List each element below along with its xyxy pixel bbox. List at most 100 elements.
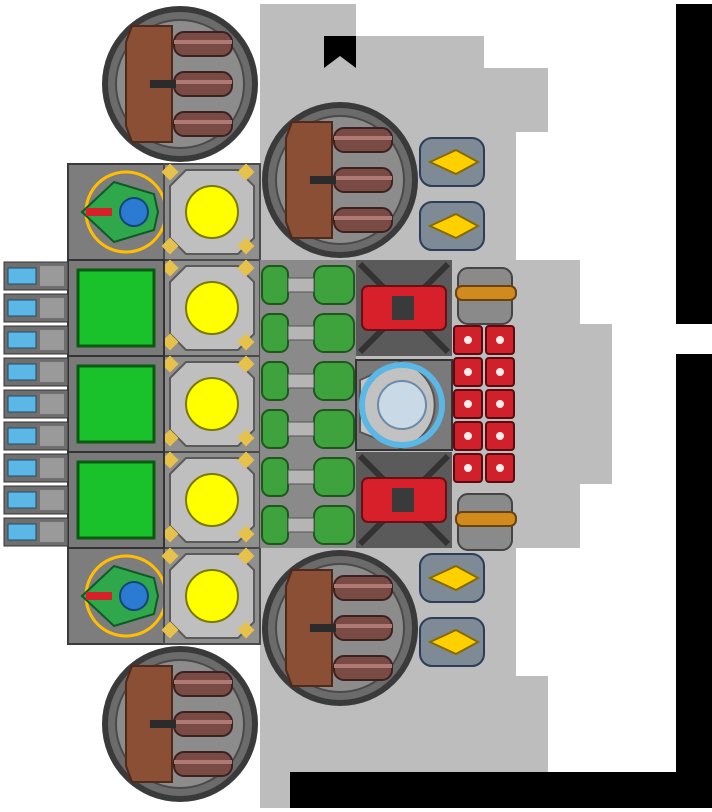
cell-cap: [40, 490, 64, 510]
engine-icon: [455, 267, 517, 325]
reactor-core: [185, 377, 239, 431]
reactor-bolt: [161, 259, 179, 277]
reactor-core-icon: [161, 451, 261, 549]
reactor-core: [185, 281, 239, 335]
thruster-icon: [419, 553, 485, 603]
barrel-highlight: [334, 176, 392, 180]
cargo-hold-icon: [67, 355, 165, 453]
frame-right: [676, 0, 712, 808]
battery-cell-icon: [3, 453, 69, 483]
ammo-marker: [464, 336, 472, 344]
pipe-tank: [261, 265, 289, 305]
cell-gauge: [7, 427, 37, 445]
barrel-highlight: [334, 216, 392, 220]
thruster-icon: [419, 137, 485, 187]
reactor-bolt: [161, 451, 179, 469]
turret-housing: [125, 25, 173, 143]
cell-cap: [40, 522, 64, 542]
pipe-tank: [261, 505, 289, 545]
barrel-highlight: [334, 584, 392, 588]
reactor-bolt: [161, 547, 179, 565]
cell-cap: [40, 298, 64, 318]
frame-top: [0, 0, 712, 4]
coolant-pipe-icon: [260, 356, 356, 452]
cell-cap: [40, 330, 64, 350]
bookmark-flag-icon: [324, 36, 356, 68]
pipe-tank: [313, 313, 355, 353]
cell-cap: [40, 266, 64, 286]
reactor-bolt: [237, 525, 255, 543]
pipe-connector: [287, 421, 315, 437]
thruster-flame: [427, 628, 481, 656]
ammo-marker: [464, 432, 472, 440]
reactor-bolt: [161, 163, 179, 181]
ammo-marker: [496, 464, 504, 472]
fighter-bay-icon: [67, 163, 168, 261]
barrel-highlight: [174, 120, 232, 124]
missile-launcher-icon: [356, 260, 452, 356]
cell-gauge: [7, 523, 37, 541]
heavy-turret-icon: [262, 550, 418, 706]
battery-cell-icon: [3, 261, 69, 291]
ammo-marker: [464, 464, 472, 472]
ammo-rack-icon: [453, 357, 483, 387]
ammo-rack-icon: [485, 453, 515, 483]
cell-gauge: [7, 459, 37, 477]
ammo-rack-icon: [453, 389, 483, 419]
barrel-highlight: [174, 760, 232, 764]
fighter-cockpit: [119, 581, 149, 611]
barrel-highlight: [174, 80, 232, 84]
thruster-flame: [427, 212, 481, 240]
ammo-marker: [464, 400, 472, 408]
turret-breech: [310, 624, 336, 632]
reactor-bolt: [161, 525, 179, 543]
thruster-icon: [419, 617, 485, 667]
ammo-marker: [496, 368, 504, 376]
thruster-flame: [427, 564, 481, 592]
cell-cap: [40, 394, 64, 414]
reactor-bolt: [237, 355, 255, 373]
frame-bottom: [290, 772, 712, 808]
pipe-tank: [261, 361, 289, 401]
missile-mount: [392, 296, 414, 320]
cell-cap: [40, 426, 64, 446]
ammo-rack-icon: [453, 421, 483, 451]
pipe-tank: [261, 409, 289, 449]
turret-breech: [150, 720, 176, 728]
reactor-core: [185, 473, 239, 527]
reactor-bolt: [161, 237, 179, 255]
barrel-highlight: [174, 40, 232, 44]
reactor-core-icon: [161, 355, 261, 453]
barrel-highlight: [334, 664, 392, 668]
shield-core: [377, 380, 427, 430]
reactor-bolt: [161, 355, 179, 373]
cell-gauge: [7, 395, 37, 413]
thruster-flame: [427, 148, 481, 176]
shield-ring: [359, 362, 445, 448]
module-layer: [3, 6, 517, 802]
cargo-fill: [76, 268, 156, 348]
ammo-rack-icon: [485, 357, 515, 387]
heavy-turret-icon: [102, 646, 258, 802]
fighter-bay-icon: [67, 547, 168, 645]
frame-gap: [676, 324, 712, 354]
ammo-rack-icon: [485, 389, 515, 419]
fighter-gun: [86, 592, 112, 600]
missile-mount: [392, 488, 414, 512]
battery-cell-icon: [3, 389, 69, 419]
pipe-connector: [287, 325, 315, 341]
pipe-tank: [261, 313, 289, 353]
cell-gauge: [7, 299, 37, 317]
pipe-tank: [313, 409, 355, 449]
reactor-bolt: [237, 163, 255, 181]
cell-gauge: [7, 267, 37, 285]
engine-nozzle: [455, 511, 517, 527]
ammo-marker: [464, 368, 472, 376]
reactor-core: [185, 569, 239, 623]
pipe-connector: [287, 373, 315, 389]
cell-cap: [40, 458, 64, 478]
reactor-core-icon: [161, 547, 261, 645]
cargo-hold-icon: [67, 259, 165, 357]
reactor-bolt: [237, 259, 255, 277]
